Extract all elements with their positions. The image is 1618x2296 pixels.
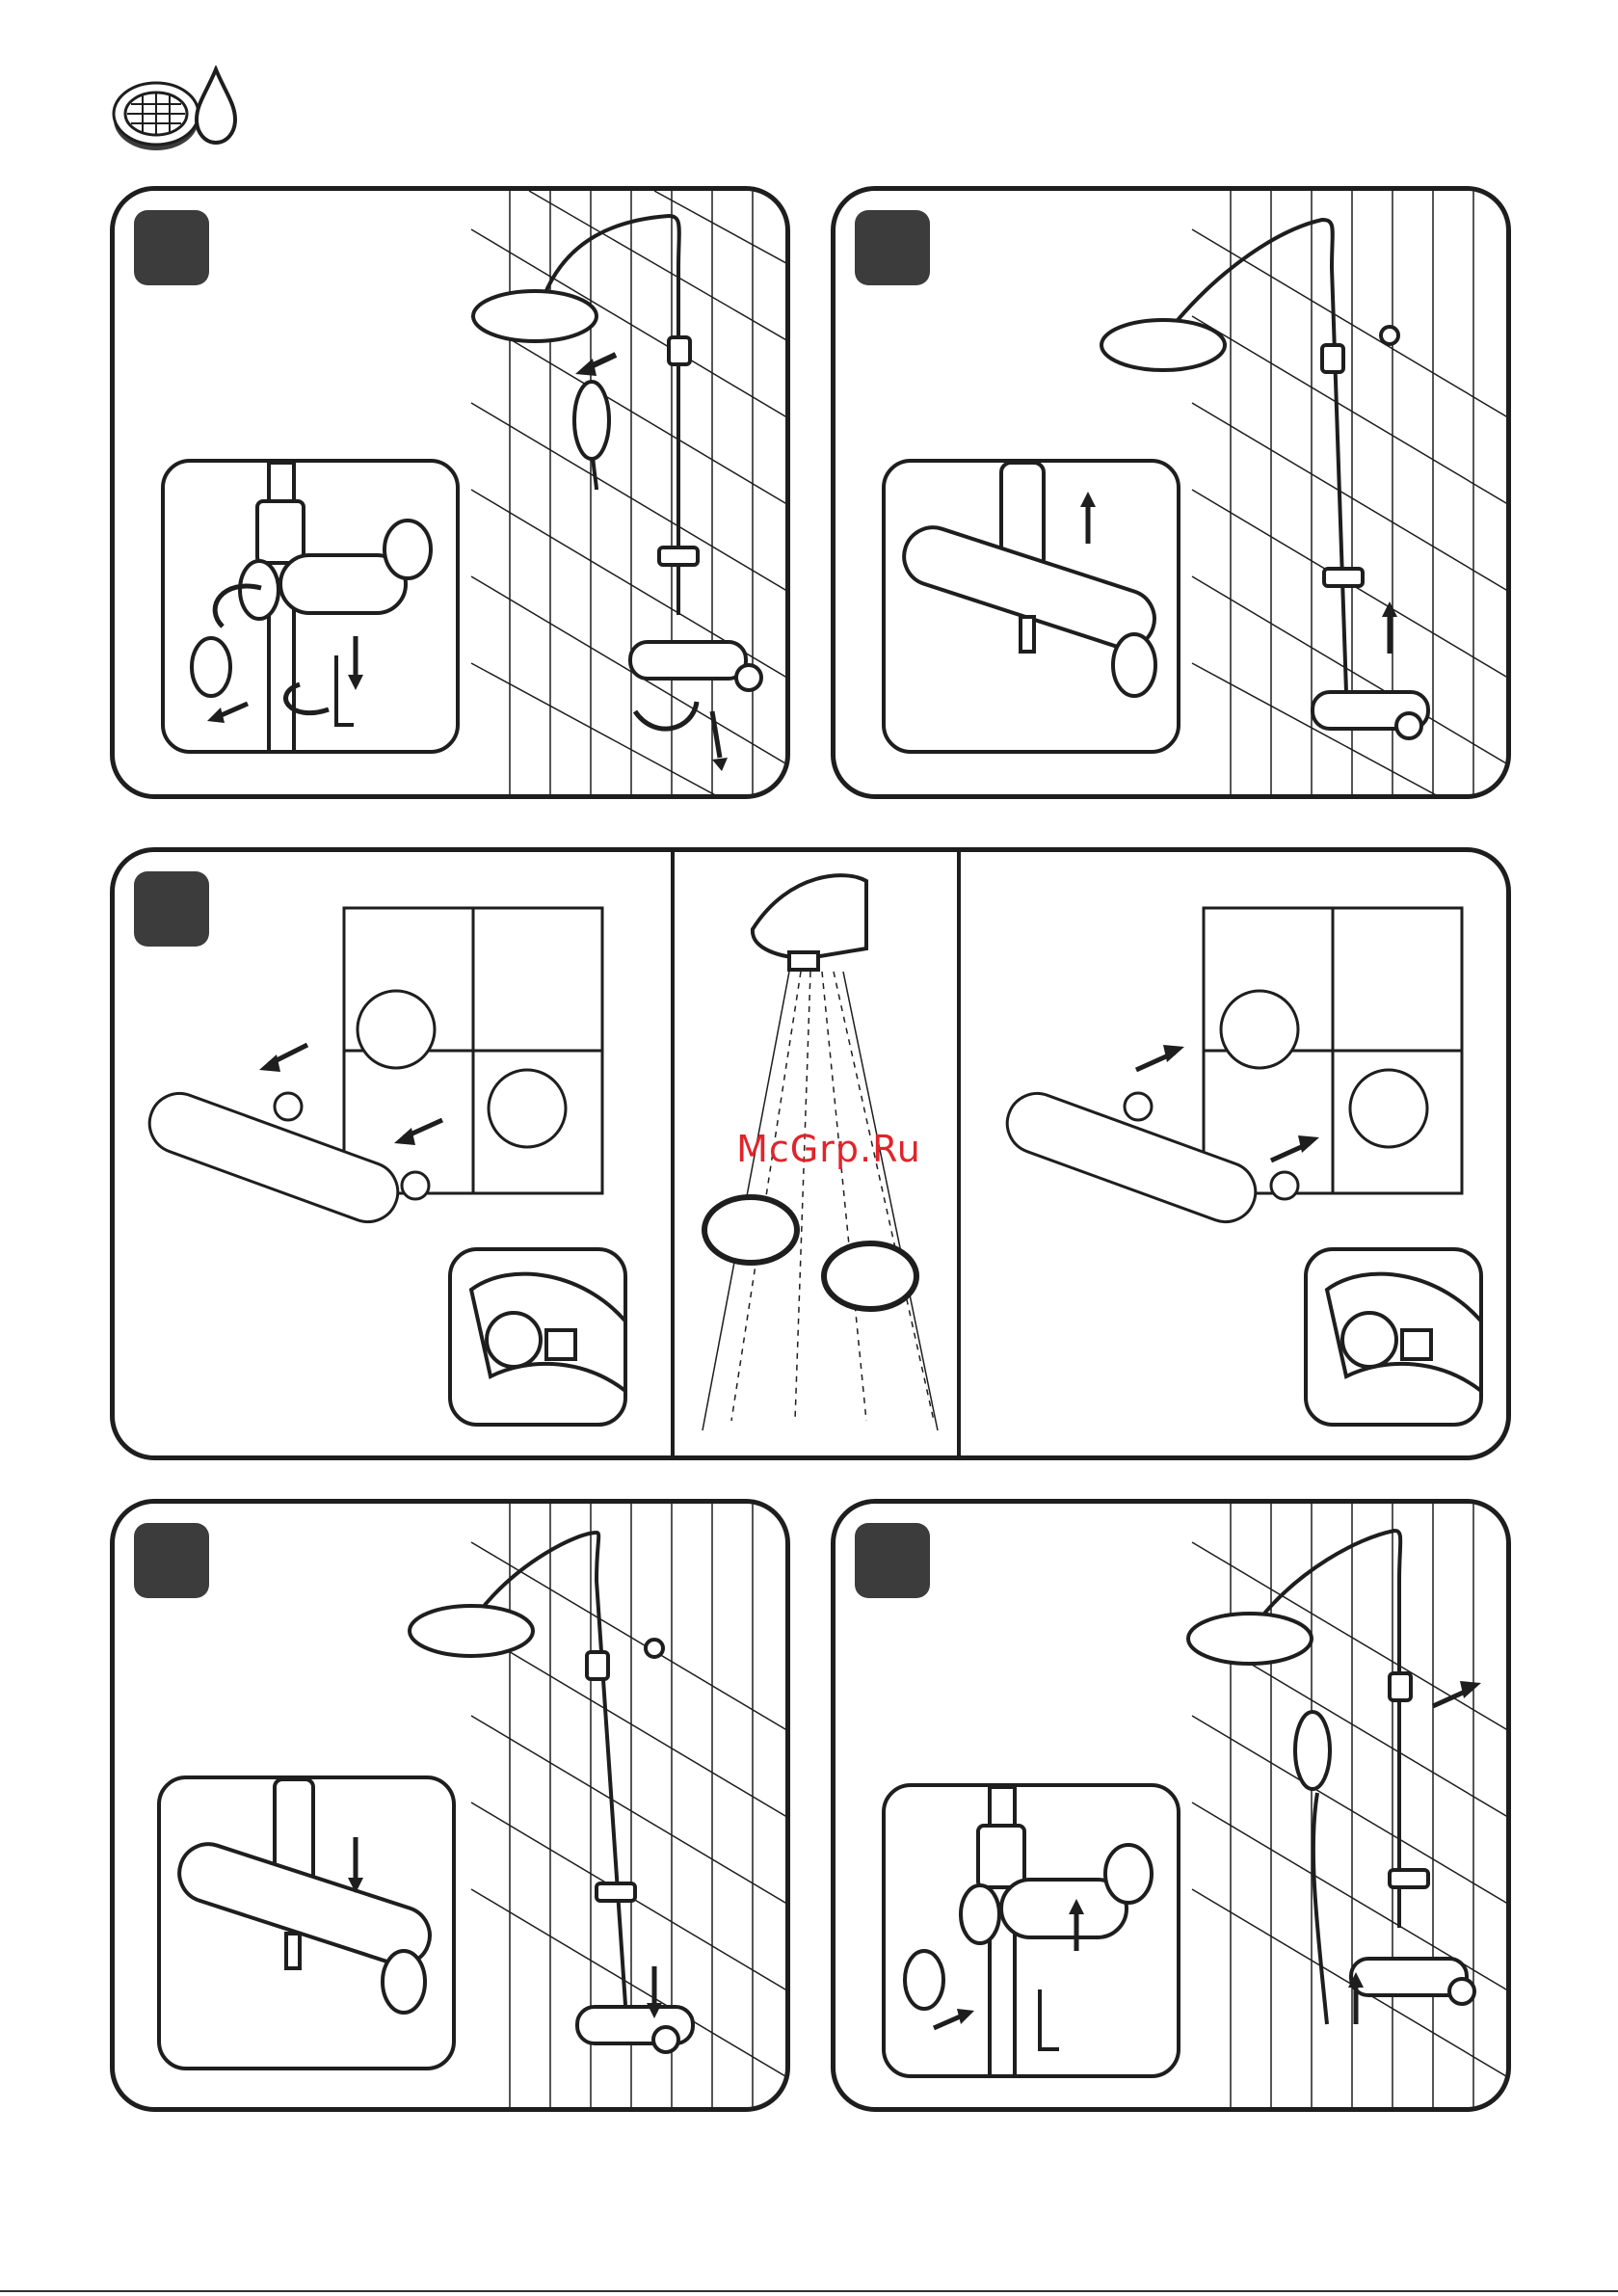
step-3-wrench-inset-left [448, 1247, 627, 1427]
step-5-panel [831, 1499, 1511, 2112]
step-4-detail-inset [157, 1775, 456, 2070]
step-1-panel [110, 186, 790, 799]
step-3-wrench-inset-right [1304, 1247, 1483, 1427]
step-4-panel [110, 1499, 790, 2112]
step-3-panel: McGrp.Ru [110, 847, 1511, 1460]
step-5-detail-inset [882, 1783, 1180, 2078]
step-2-panel [831, 186, 1511, 799]
step-2-detail-inset [882, 459, 1180, 754]
footer-line [0, 2290, 1618, 2292]
filter-water-icon [108, 66, 243, 160]
watermark: McGrp.Ru [718, 1128, 940, 1176]
step-1-detail-inset [161, 459, 460, 754]
